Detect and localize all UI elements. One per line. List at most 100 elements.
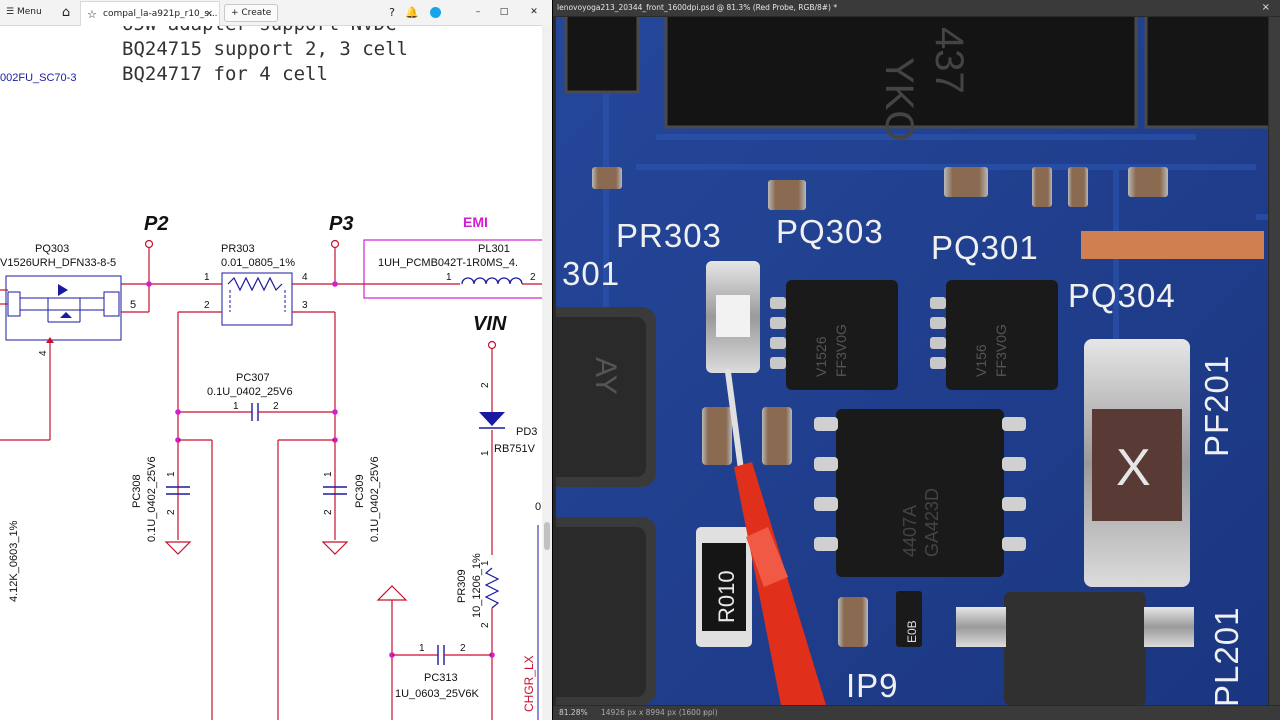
pr303-pin3: 3 xyxy=(302,300,308,311)
viewer-scrollbar[interactable] xyxy=(542,25,552,720)
silk-pf201: PF201 xyxy=(1198,355,1235,457)
star-icon[interactable]: ☆ xyxy=(87,8,97,21)
pr309-symbol xyxy=(484,567,500,609)
pq303-ref: PQ303 xyxy=(35,243,69,255)
p2-probe-point xyxy=(144,239,154,249)
pc309-value: 0.1U_0402_25V6 xyxy=(369,456,381,542)
silk-pl201: PL201 xyxy=(1208,607,1245,705)
pc308-pin2: 2 xyxy=(166,509,177,515)
red-probe xyxy=(725,369,826,705)
edge-zero: 0 xyxy=(535,501,541,513)
pc309-pin2: 2 xyxy=(323,509,334,515)
pl301-pin1: 1 xyxy=(446,272,452,283)
silk-ip9: IP9 xyxy=(846,667,899,704)
silk-pr303: PR303 xyxy=(616,217,722,254)
pc308-ref: PC308 xyxy=(131,474,143,508)
probe-label-p3: P3 xyxy=(329,213,353,235)
pr303-symbol xyxy=(221,272,293,326)
tab-title: compal_la-a921p_r10_s... xyxy=(103,9,218,19)
pd3-pin2: 2 xyxy=(480,382,491,388)
viewer-title-bar: ☰ Menu ⌂ ☆ compal_la-a921p_r10_s... × + … xyxy=(0,0,552,26)
document-title: lenovoyoga213_20344_front_1600dpi.psd @ … xyxy=(557,3,838,12)
menu-button[interactable]: ☰ Menu xyxy=(6,0,42,25)
document-close-icon[interactable]: × xyxy=(1261,2,1270,13)
help-icon[interactable]: ? xyxy=(384,0,400,25)
scrollbar-thumb[interactable] xyxy=(544,522,550,550)
pc309-ref: PC309 xyxy=(354,474,366,508)
pq301-marking-2: FF3V0G xyxy=(993,324,1009,377)
pc313-value: 1U_0603_25V6K xyxy=(395,688,479,700)
pr303-value: 0.01_0805_1% xyxy=(221,257,295,269)
pc313-supply-symbol xyxy=(376,585,408,601)
top-ic-marking: YKO xyxy=(877,57,921,141)
pcb-photo-canvas[interactable]: YKO 437 PR303 PQ303 PQ301 PQ304 301 IP9 … xyxy=(556,17,1268,705)
tab-close-icon[interactable]: × xyxy=(205,9,213,19)
document-title-bar: lenovoyoga213_20344_front_1600dpi.psd @ … xyxy=(553,0,1280,16)
pc308-ground xyxy=(164,541,192,555)
probe-label-p2: P2 xyxy=(144,213,168,235)
chgr-lx-net: CHGR_LX xyxy=(522,655,536,712)
close-button[interactable]: ✕ xyxy=(530,7,538,17)
photoshop-window: lenovoyoga213_20344_front_1600dpi.psd @ … xyxy=(553,0,1280,720)
pr303-pin1: 1 xyxy=(204,272,210,283)
pc313-pin1: 1 xyxy=(419,643,425,654)
pl301-value: 1UH_PCMB042T-1R0MS_4. xyxy=(378,257,518,269)
pl301-pin2: 2 xyxy=(530,272,536,283)
pq303-part: V1526URH_DFN33-8-5 xyxy=(0,257,116,269)
pc309-pin1: 1 xyxy=(323,471,334,477)
zoom-level[interactable]: 81.28% xyxy=(559,708,588,717)
pc307-pin2: 2 xyxy=(273,401,279,412)
pl301-ref: PL301 xyxy=(478,243,510,255)
emi-box xyxy=(363,239,552,299)
silk-pq304: PQ304 xyxy=(1068,277,1176,314)
main-mosfet-chip xyxy=(836,409,1004,577)
bell-icon[interactable]: 🔔 xyxy=(405,6,419,19)
emi-label: EMI xyxy=(463,214,488,230)
pq303-marking-2: FF3V0G xyxy=(833,324,849,377)
pc307-value: 0.1U_0402_25V6 xyxy=(207,386,293,398)
schematic-canvas: 65W adapter support NVDC BQ24715 support… xyxy=(0,13,552,720)
avatar[interactable] xyxy=(430,7,441,18)
canvas-scrollbar[interactable] xyxy=(1269,17,1280,705)
pd3-part: RB751V xyxy=(494,443,536,455)
status-bar: 81.28% 14926 px x 8994 px (1600 ppi) › xyxy=(553,706,1280,720)
hamburger-icon: ☰ xyxy=(6,7,17,17)
pr309-value: 10_1206_1% xyxy=(471,553,483,618)
pd3-pin1: 1 xyxy=(480,450,491,456)
pr309-pin2: 2 xyxy=(480,622,491,628)
pc313-pin2: 2 xyxy=(460,643,466,654)
pl301-inductor-symbol xyxy=(461,277,523,285)
resistor-412k-value: 4.12K_0603_1% xyxy=(8,520,20,602)
silk-pq303: PQ303 xyxy=(776,213,884,250)
maximize-button[interactable]: □ xyxy=(499,7,509,17)
document-tab[interactable]: ☆ compal_la-a921p_r10_s... × xyxy=(80,1,220,26)
vin-label: VIN xyxy=(473,313,507,335)
pq301-chip xyxy=(946,280,1058,390)
r010-marking: R010 xyxy=(714,570,739,623)
pq303-chip xyxy=(786,280,898,390)
silk-pq301: PQ301 xyxy=(931,229,1039,266)
pr309-ref: PR309 xyxy=(456,569,468,603)
menu-label: Menu xyxy=(16,7,42,17)
pr303-ref: PR303 xyxy=(221,243,255,255)
pc307-ref: PC307 xyxy=(236,372,270,384)
pd3-diode-symbol xyxy=(479,412,505,426)
pr309-pin1: 1 xyxy=(480,560,491,566)
pr303-pin2: 2 xyxy=(204,300,210,311)
note-line-3: BQ24717 for 4 cell xyxy=(122,63,328,85)
create-button[interactable]: + Create xyxy=(224,4,279,22)
silk-301: 301 xyxy=(562,255,620,292)
main-chip-marking: 4407A xyxy=(900,505,920,557)
status-menu-arrow[interactable]: › xyxy=(703,708,706,717)
pc313-ref: PC313 xyxy=(424,672,458,684)
pdf-viewer-window: 65W adapter support NVDC BQ24715 support… xyxy=(0,0,552,720)
pcb-photo: YKO 437 PR303 PQ303 PQ301 PQ304 301 IP9 … xyxy=(556,17,1268,705)
pq303-pin5: 5 xyxy=(130,299,136,311)
pq303-symbol xyxy=(5,275,122,341)
top-ic-marking-2: 437 xyxy=(927,27,971,94)
e0b-marking: E0B xyxy=(905,620,919,643)
minimize-button[interactable]: – xyxy=(475,7,481,17)
pc309-ground xyxy=(321,541,349,555)
top-memory-ic xyxy=(664,17,1138,129)
home-icon[interactable]: ⌂ xyxy=(61,5,71,20)
